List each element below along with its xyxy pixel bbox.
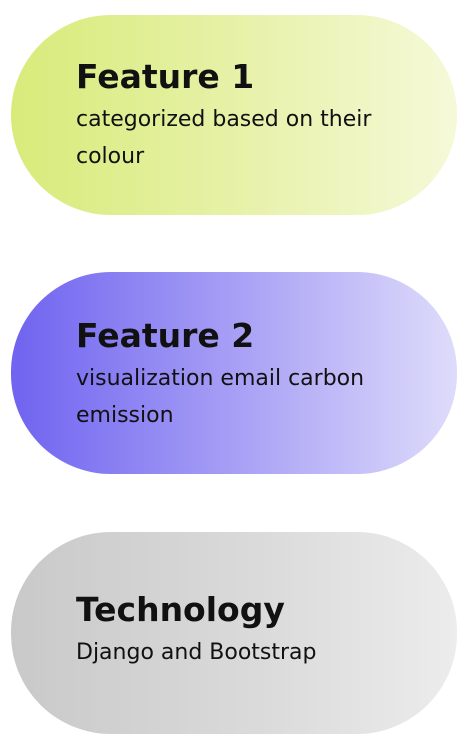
feature-1-card: Feature 1 categorized based on their col… (11, 15, 457, 215)
card-description: categorized based on their colour (76, 107, 372, 169)
card-description: Django and Bootstrap (76, 640, 317, 665)
feature-2-card: Feature 2 visualization email carbon emi… (11, 272, 457, 474)
card-description: visualization email carbon emission (76, 366, 365, 428)
technology-card: Technology Django and Bootstrap (11, 532, 457, 734)
card-title: Feature 1 (76, 57, 255, 96)
card-title: Feature 2 (76, 316, 255, 355)
card-title: Technology (76, 590, 285, 629)
